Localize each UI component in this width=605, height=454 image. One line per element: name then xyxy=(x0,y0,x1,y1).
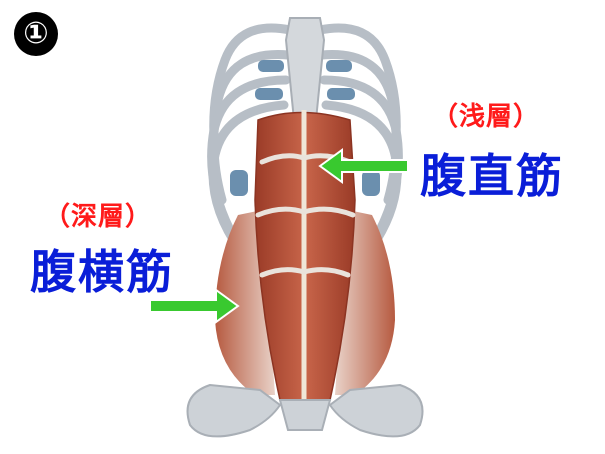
transversus-abdominis-label: 腹横筋 xyxy=(30,245,174,299)
pelvis xyxy=(186,383,424,438)
rib-cage xyxy=(207,23,403,255)
arrow-left-icon xyxy=(318,148,409,184)
costal-cartilage xyxy=(230,60,380,196)
superficial-layer-label: （浅層） xyxy=(432,102,541,132)
arrow-right-icon xyxy=(149,288,240,324)
step-number-badge: ① xyxy=(14,12,58,56)
rectus-abdominis-label: 腹直筋 xyxy=(420,149,564,203)
deep-layer-label: （深層） xyxy=(44,202,153,232)
sternum xyxy=(284,17,326,121)
